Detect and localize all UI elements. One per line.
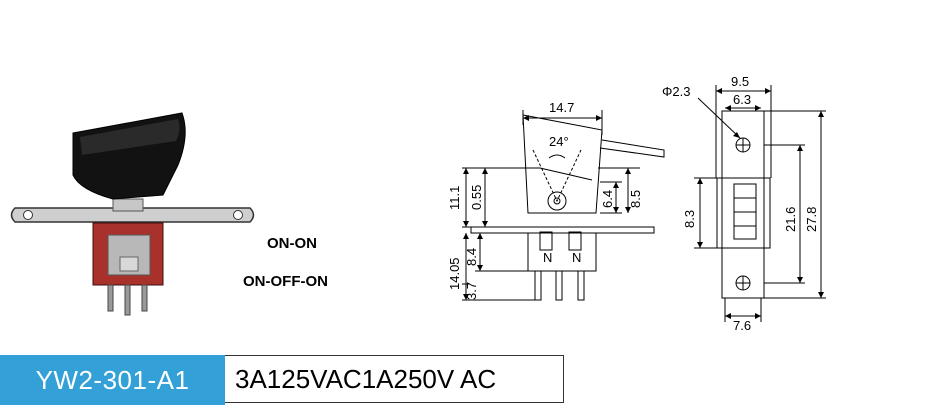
mode-label-on-on: ON-ON <box>267 235 317 252</box>
dim-h-upper: 11.1 <box>447 186 462 210</box>
dim-h-total-lower: 14.05 <box>447 257 462 290</box>
product-info-bar: YW2-301-A1 3A125VAC1A250V AC <box>0 355 569 405</box>
dim-width-top: 14.7 <box>549 100 574 115</box>
model-number: YW2-301-A1 <box>0 355 225 405</box>
dim-height-total: 27.8 <box>804 207 819 232</box>
pin-marker-n-right: N <box>572 250 581 265</box>
dim-h-pin: 3.7 <box>464 282 479 300</box>
product-photo <box>10 112 255 316</box>
dim-width-inner: 6.3 <box>733 92 751 107</box>
dim-width-total: 9.5 <box>731 74 749 89</box>
dim-angle: 24° <box>549 134 569 149</box>
dim-height-body: 8.3 <box>682 210 697 228</box>
dim-h-8-4: 8.4 <box>464 248 479 266</box>
dim-height-holes: 21.6 <box>783 207 798 232</box>
dim-hole-diameter: Φ2.3 <box>662 84 690 99</box>
dim-h-8-5: 8.5 <box>628 190 643 208</box>
pin-marker-n-left: N <box>543 250 552 265</box>
mode-label-on-off-on: ON-OFF-ON <box>243 273 328 290</box>
electrical-rating: 3A125VAC1A250V AC <box>225 355 564 403</box>
dim-h-pivot: 0.55 <box>469 185 484 210</box>
dim-width-bottom: 7.6 <box>733 318 751 333</box>
dim-h-6-4: 6.4 <box>600 190 615 208</box>
